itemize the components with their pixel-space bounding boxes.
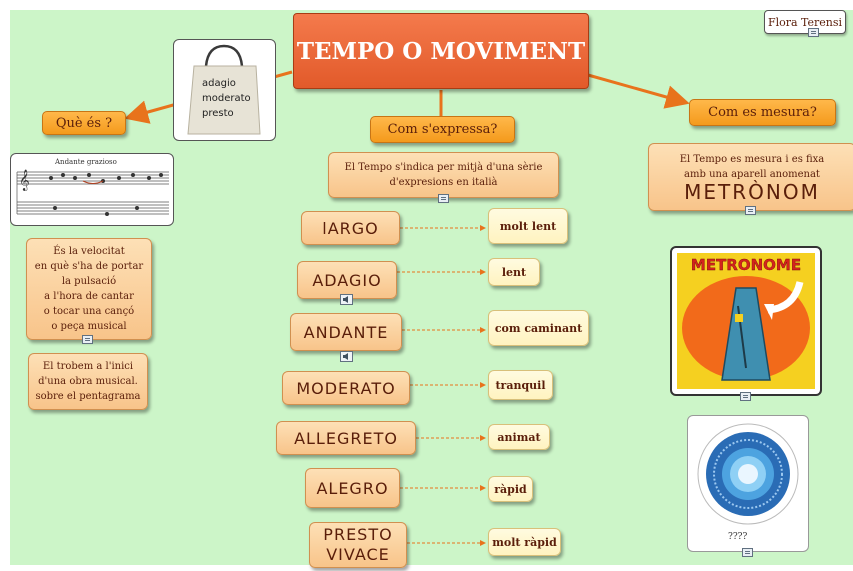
central-topic[interactable]: TEMPO O MOVIMENT	[293, 13, 589, 89]
tempo-term-label: ALEGRO	[316, 478, 389, 498]
tote-bag-icon	[187, 44, 261, 135]
definition-line: a l'hora de cantar	[44, 291, 134, 302]
question-how-expressed[interactable]: Com s'expressa?	[370, 116, 515, 143]
note-icon[interactable]	[742, 548, 753, 557]
tempo-term-adagio[interactable]: ADAGIO	[297, 261, 397, 299]
link-how-measured	[587, 73, 690, 109]
note-icon[interactable]	[808, 28, 819, 37]
expression-line: d'expresions en italià	[389, 177, 498, 188]
tempo-term-label: ANDANTE	[303, 322, 389, 342]
audio-speaker-icon[interactable]	[340, 351, 353, 362]
definition-line: o peça musical	[51, 321, 127, 332]
tempo-meaning-alegro[interactable]: ràpid	[488, 476, 533, 502]
question-what[interactable]: Què és ?	[42, 111, 126, 135]
metronome-word: METRÒNOM	[684, 180, 820, 204]
svg-text:𝄞: 𝄞	[19, 170, 30, 191]
tempo-term-label: lARGO	[322, 218, 379, 238]
tempo-meaning-moderato[interactable]: tranquil	[488, 370, 553, 400]
tempo-meaning-label: molt ràpid	[492, 535, 557, 549]
tempo-term-label: MODERATO	[296, 378, 396, 398]
metronome-image: METRONOME	[670, 246, 822, 396]
metronome-icon: METRONOME	[677, 253, 815, 389]
tempo-meaning-presto-vivace[interactable]: molt ràpid	[488, 528, 561, 556]
expression-line: El Tempo s'indica per mitjà d'una sèrie	[344, 162, 543, 173]
note-icon[interactable]	[745, 206, 756, 215]
tempo-dial-icon	[697, 423, 799, 525]
tempo-term-presto-vivace[interactable]: PRESTO VIVACE	[309, 522, 407, 568]
audio-speaker-icon[interactable]	[340, 294, 353, 305]
tempo-term-label: ADAGIO	[312, 270, 382, 290]
note-icon[interactable]	[82, 335, 93, 344]
definition-line: en què s'ha de portar	[34, 261, 144, 272]
tempo-meaning-label: animat	[497, 430, 541, 444]
bag-word: moderato	[202, 93, 251, 104]
metronome-label: METRONOME	[691, 256, 801, 274]
location-note[interactable]: El trobem a l'inici d'una obra musical. …	[28, 353, 148, 410]
tempo-meaning-label: com caminant	[494, 321, 583, 335]
measure-line: amb una aparell anomenat	[684, 169, 820, 180]
location-line: sobre el pentagrama	[35, 391, 141, 402]
tempo-meaning-andante[interactable]: com caminant	[488, 310, 589, 346]
question-how-measured-label: Com es mesura?	[708, 105, 817, 120]
tempo-term-label: PRESTO VIVACE	[323, 525, 393, 564]
author-badge[interactable]: Flora Terensi	[764, 10, 846, 34]
bag-word: presto	[202, 108, 234, 119]
tempo-meaning-label: tranquil	[495, 378, 546, 392]
tempo-meaning-adagio[interactable]: lent	[488, 258, 540, 286]
tempo-meaning-largo[interactable]: molt lent	[488, 208, 568, 244]
tempo-dial-image: ????	[687, 415, 809, 552]
note-icon[interactable]	[740, 392, 751, 401]
score-caption: Andante grazioso	[55, 158, 117, 166]
tempo-term-andante[interactable]: ANDANTE	[290, 313, 402, 351]
measure-line: El Tempo es mesura i es fixa	[679, 154, 825, 165]
measure-note[interactable]: El Tempo es mesura i es fixa amb una apa…	[648, 143, 853, 211]
expression-note[interactable]: El Tempo s'indica per mitjà d'una sèrie …	[328, 152, 559, 198]
definition-line: o tocar una cançó	[43, 306, 135, 317]
bag-word: adagio	[202, 78, 236, 89]
sheet-music-image: Andante grazioso 𝄞	[10, 153, 174, 226]
page-title: TEMPO O MOVIMENT	[296, 37, 586, 65]
question-how-expressed-label: Com s'expressa?	[387, 122, 498, 137]
author-name: Flora Terensi	[767, 15, 843, 29]
tempo-meaning-allegreto[interactable]: animat	[488, 424, 550, 450]
note-icon[interactable]	[438, 194, 449, 203]
definition-line: És la velocitat	[53, 246, 125, 257]
music-staff-icon: 𝄞	[16, 170, 169, 216]
dial-label: ????	[728, 532, 748, 542]
tote-bag-image: adagio moderato presto	[173, 39, 276, 141]
tempo-meaning-label: ràpid	[494, 482, 527, 496]
mind-map-canvas: Flora Terensi TEMPO O MOVIMENT adagio mo…	[10, 10, 853, 568]
tempo-term-moderato[interactable]: MODERATO	[282, 371, 410, 405]
tempo-meaning-label: lent	[501, 265, 527, 279]
tempo-term-allegreto[interactable]: ALLEGRETO	[276, 421, 416, 455]
definition-line: la pulsació	[61, 276, 117, 287]
tempo-meaning-label: molt lent	[499, 219, 557, 233]
location-line: d'una obra musical.	[38, 376, 138, 387]
definition-note[interactable]: És la velocitat en què s'ha de portar la…	[26, 238, 152, 340]
tempo-term-largo[interactable]: lARGO	[301, 211, 400, 245]
tempo-term-label: ALLEGRETO	[294, 428, 398, 448]
question-how-measured[interactable]: Com es mesura?	[689, 99, 836, 126]
tempo-term-alegro[interactable]: ALEGRO	[305, 468, 400, 508]
question-what-label: Què és ?	[55, 115, 113, 131]
location-line: El trobem a l'inici	[42, 361, 134, 372]
